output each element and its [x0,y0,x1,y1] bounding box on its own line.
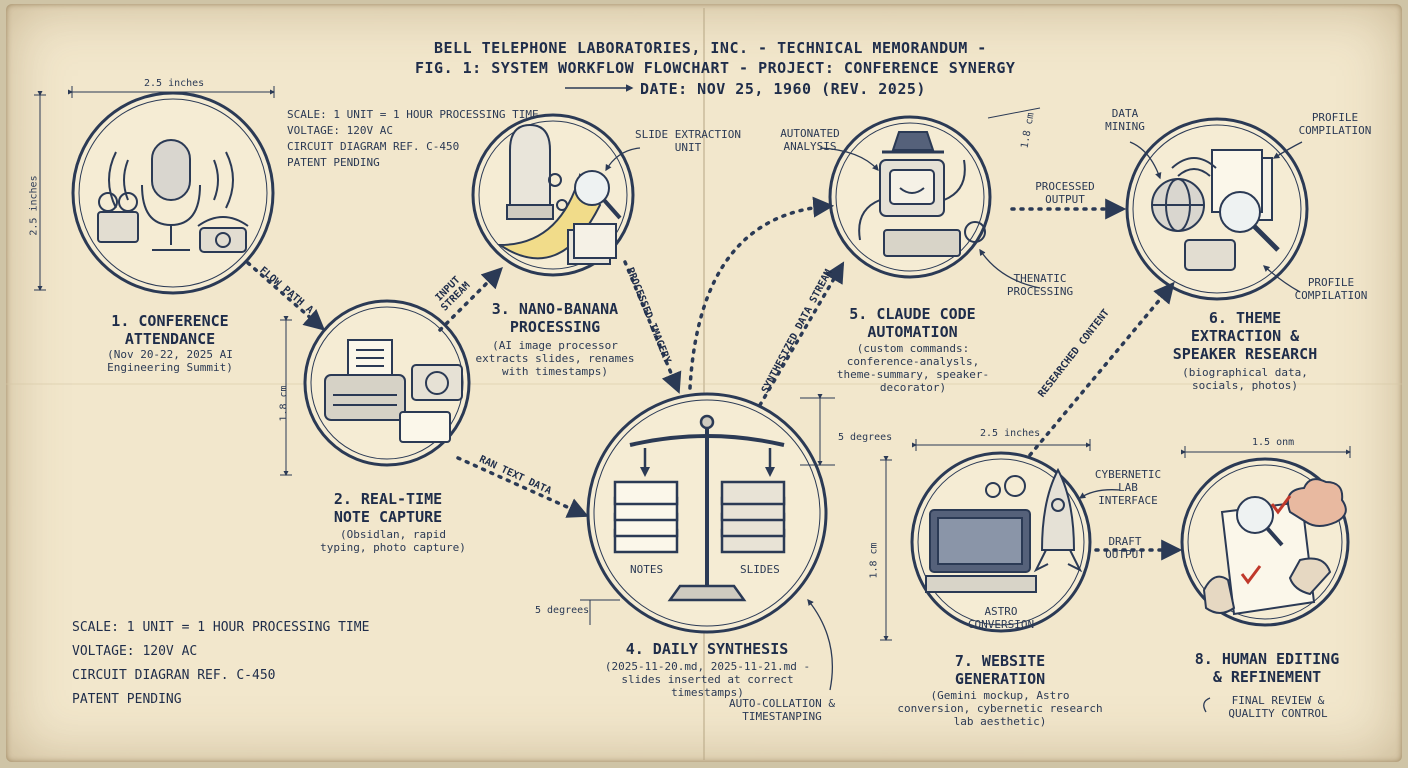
callout-auto-collation: AUTO-COLLATION & TIMESTANPING [729,697,835,723]
callout-astro-conversion: ASTRO CONVERSION [967,605,1035,631]
step4-subtitle: (2025-11-20.md, 2025-11-21.md - slides i… [604,660,811,699]
dim-label-width-1: 2.5 inches [144,78,205,89]
step3-subtitle: (AI image processor extracts slides, ren… [475,339,635,378]
gear-icon [985,482,1001,498]
callout-profile-compilation-bottom: PROFILE COMPILATION [1294,276,1368,302]
magnifier-icon [574,170,610,206]
step5-title: 5. CLAUDE CODE AUTOMATION [849,305,976,341]
note-patent-bottom: PATENT PENDING [72,692,182,707]
checkmark-icon [1270,495,1292,515]
gear-icon [1004,475,1026,497]
note-circuit: CIRCUIT DIAGRAM REF. C-450 [287,140,460,153]
note-voltage-bottom: VOLTAGE: 120V AC [72,644,198,659]
microphone-icon [151,139,191,201]
callout-thematic-processing: THENATIC PROCESSING [1006,272,1074,298]
arrow-2-to-4 [456,456,589,518]
checkmark-icon [1240,565,1262,585]
step8-title: 8. HUMAN EDITING & REFINEMENT [1194,650,1340,686]
label-slides: SLIDES [740,563,780,576]
label-notes: NOTES [630,563,664,576]
dim-label-height-7: 1.8 cm [868,542,880,579]
arrow-4-to-5b [758,261,845,407]
arrow-1-to-2 [246,261,326,331]
keyboard-icon [925,575,1037,593]
gear-icon [964,221,986,243]
step6-title: 6. THEME EXTRACTION & SPEAKER RESEARCH [1172,309,1318,363]
step2-title: 2. REAL-TIME NOTE CAPTURE [333,490,443,526]
arrow-2-to-3 [438,267,503,332]
step8-subtitle: FINAL REVIEW & QUALITY CONTROL [1228,694,1328,720]
callout-data-mining: DATA MINING [1105,107,1145,133]
arrow-label-processed-output: PROCESSED OUTPUT [1035,180,1095,206]
callout-automated-analysis: AUTONATED ANALYSIS [780,127,840,153]
step1-title: 1. CONFERENCE ATTENDANCE [111,312,229,348]
dim-label-height-2: 1.8 cm [278,385,290,422]
callout-cybernetic-lab: CYBERNETIC LAB INTERFACE [1094,468,1162,507]
dim-label-width-7: 2.5 inches [980,428,1041,439]
note-patent: PATENT PENDING [287,156,380,169]
note-voltage: VOLTAGE: 120V AC [287,124,393,137]
dim-width-5 [987,107,1041,119]
hand-icon [1288,557,1332,596]
punch-card-icon [399,411,451,443]
hand-icon [1202,575,1236,614]
step7-subtitle: (Gemini mockup, Astro conversion, cybern… [897,689,1103,728]
notes-stack-icon [613,480,679,554]
step6-subtitle: (biographical data, socials, photos) [1182,366,1308,392]
brain-icon [1286,478,1347,527]
film-camera-icon [97,211,139,243]
callout-profile-compilation-top: PROFILE COMPILATION [1298,111,1372,137]
telephone-icon [1184,239,1236,271]
step3-title: 3. NANO-BANANA PROCESSING [491,300,619,336]
step1-subtitle: (Nov 20-22, 2025 AI Engineering Summit) [107,348,233,374]
arrow-label-draft-output: DRAFT OUTPUT [1105,535,1145,561]
callout-slide-extraction: SLIDE EXTRACTION UNIT [635,128,741,154]
step2-subtitle: (Obsidlan, rapid typing, photo capture) [320,528,466,554]
vacuum-tube-icon [509,123,551,206]
typewriter-icon [324,374,406,421]
magnifier-icon [1219,191,1261,233]
step4-title: 4. DAILY SYNTHESIS [625,640,789,658]
note-circuit-bottom: CIRCUIT DIAGRAN REF. C-450 [72,668,276,683]
step5-subtitle: (custom commands: conference-analysls, t… [836,342,990,394]
dim-label-deg-2: 5 degrees [535,605,590,616]
arrow-4-to-5 [688,196,835,390]
telephone-icon [199,227,247,253]
dim-label-deg-1: 5 degrees [838,432,893,443]
photo-camera-icon [411,364,463,401]
dim-label-height-1: 2.5 inches [28,175,40,236]
header-line-1: BELL TELEPHONE LABORATORIES, INC. - TECH… [434,39,987,57]
slides-stack-icon [720,480,786,554]
step7-title: 7. WEBSITE GENERATION [954,652,1046,688]
header-line-2: FIG. 1: SYSTEM WORKFLOW FLOWCHART - PROJ… [415,59,1016,77]
arrow-3-to-4 [623,260,682,394]
dim-label-width-8: 1.5 onm [1252,437,1295,448]
note-scale: SCALE: 1 UNIT = 1 HOUR PROCESSING TIME [287,108,539,121]
arrow-7-to-6 [1028,281,1175,457]
note-scale-bottom: SCALE: 1 UNIT = 1 HOUR PROCESSING TIME [72,620,370,635]
hat-icon [891,131,935,151]
magnifier-icon [1236,496,1274,534]
keyboard-icon [883,229,961,257]
header-date: DATE: NOV 25, 1960 (REV. 2025) [640,80,926,98]
